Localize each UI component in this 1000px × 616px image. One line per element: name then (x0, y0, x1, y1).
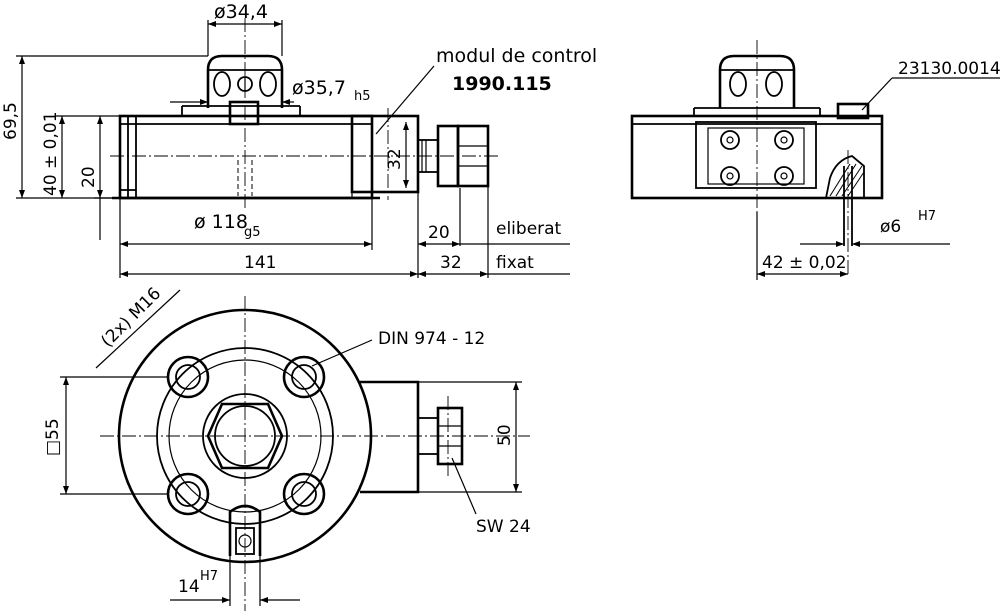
dim-141: 141 (244, 253, 276, 273)
dim-32-vertical: 32 (385, 148, 405, 170)
module-code: 1990.115 (452, 73, 552, 95)
dim-phi6: ø6 (880, 217, 901, 237)
dim-40: 40 ± 0,01 (41, 111, 61, 196)
module-label: modul de control (436, 45, 597, 67)
top-view: (2x) M16 DIN 974 - 12 □55 50 SW 24 14 H7 (43, 284, 531, 611)
part-23130: 23130.0014 (898, 59, 1000, 79)
side-view: 23130.0014 ø6 H7 42 ± 0,02 (630, 40, 1000, 280)
tol-h7-bottom: H7 (200, 569, 218, 584)
dim-69-5: 69,5 (1, 102, 21, 140)
dim-20-left: 20 (79, 166, 99, 188)
front-view: ø34,4 ø35,7 h5 modul de control 1990.115… (1, 1, 597, 278)
din-label: DIN 974 - 12 (378, 329, 485, 349)
dim-a55: □55 (43, 418, 63, 456)
cap-outline (206, 54, 284, 108)
hatched-section (824, 155, 865, 199)
dim-34-4: ø34,4 (214, 1, 268, 23)
dim-35-7: ø35,7 (292, 77, 346, 99)
dim-42: 42 ± 0,02 (762, 253, 847, 273)
label-eliberat: eliberat (496, 219, 562, 239)
dim-50: 50 (495, 424, 515, 446)
tol-g5: g5 (244, 225, 261, 240)
dim-20-eliberat: 20 (428, 223, 450, 243)
thread-m16: (2x) M16 (97, 284, 165, 352)
dim-118: ø 118 (194, 211, 248, 233)
sw-label: SW 24 (476, 517, 531, 537)
body-outline (118, 114, 374, 200)
tol-h7-right: H7 (918, 209, 936, 224)
tol-h5: h5 (354, 89, 371, 104)
label-fixat: fixat (496, 253, 534, 273)
dim-14: 14 (178, 577, 200, 597)
module-box-top (360, 380, 420, 494)
dim-32-fixat: 32 (440, 253, 462, 273)
